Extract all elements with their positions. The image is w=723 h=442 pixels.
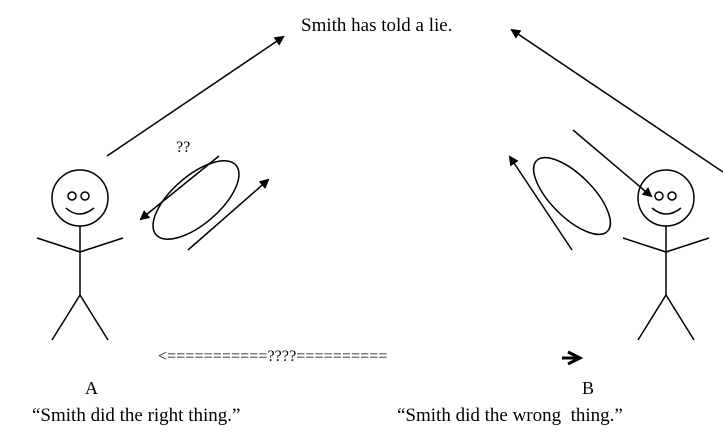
arrow-loop-a-inbound [139, 155, 220, 221]
arrow-loop-b-inbound [572, 129, 653, 198]
person-a-label: A [85, 378, 98, 398]
uncertain-marks: ?? [176, 139, 191, 156]
stick-figure-b-smile [651, 207, 682, 215]
stick-figure-b [622, 169, 710, 341]
middle-exchange-text: <===========????========== [158, 348, 388, 365]
thought-loop-a [152, 160, 240, 240]
person-a-quote: “Smith did the right thing.” [32, 405, 241, 426]
arrow-a-to-statement [106, 35, 285, 157]
stick-figure-b-eye-right [667, 191, 677, 201]
stick-figure-a-smile [65, 207, 95, 215]
statement-title: Smith has told a lie. [301, 15, 453, 36]
middle-arrowhead [567, 350, 584, 366]
stick-figure-a-eye-right [80, 191, 90, 201]
stick-figure-a [36, 169, 124, 341]
stick-figure-a-head [51, 169, 109, 227]
stick-figure-b-arm-left [622, 237, 667, 253]
stick-figure-a-arm-left [36, 237, 81, 253]
arrow-loop-b-outbound [508, 155, 573, 251]
thought-loop-b [532, 156, 612, 236]
arrow-b-to-statement [510, 28, 723, 173]
stick-figure-b-leg-left [637, 294, 667, 341]
stick-figure-a-eye-left [67, 191, 77, 201]
stick-figure-a-arm-right [79, 237, 124, 253]
stick-figure-b-leg-right [665, 294, 695, 341]
person-b-label: B [582, 378, 595, 398]
stick-figure-b-arm-right [665, 237, 710, 253]
stick-figure-b-head [637, 169, 695, 227]
stick-figure-b-eye-left [654, 191, 664, 201]
person-b-quote: “Smith did the wrong thing.” [397, 405, 623, 426]
arrow-loop-a-outbound [187, 178, 270, 251]
stick-figure-a-leg-left [51, 294, 81, 341]
stick-figure-a-leg-right [79, 294, 109, 341]
